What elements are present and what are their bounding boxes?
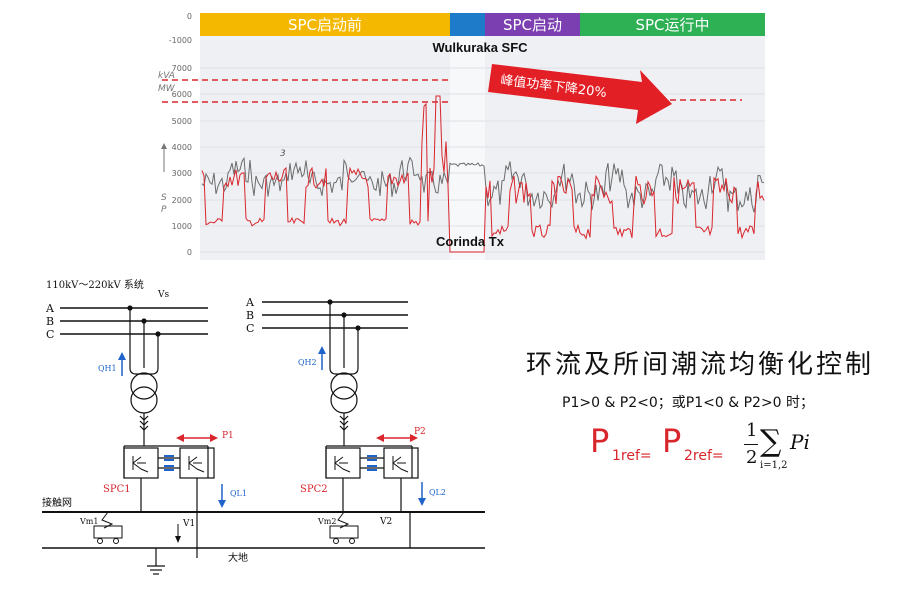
- p2-label: P2: [414, 427, 426, 437]
- ground-label: 大地: [228, 551, 248, 564]
- vm1-label: Vm1: [79, 517, 98, 526]
- sigma-icon: ∑: [760, 424, 782, 459]
- igbt-symbols-2: [334, 456, 409, 473]
- y-label-s: S: [161, 193, 167, 203]
- busbars-left: [60, 307, 208, 335]
- ql2-label: QL2: [429, 488, 446, 497]
- sum-index: i=1,2: [760, 460, 788, 471]
- transformer-2-primary-icon: [330, 372, 358, 400]
- substation-1: [123, 305, 215, 558]
- series-label-3: 3: [280, 149, 286, 159]
- control-condition: P1>0 & P2<0；或P1<0 & P2>0 时；: [562, 395, 815, 411]
- catenary-label: 接触网: [42, 496, 72, 509]
- flow-arrows-1: QH1 P1 QL1 SPC1: [98, 352, 247, 508]
- svg-text:V1: V1: [182, 519, 195, 529]
- sum-term: Pi: [790, 430, 810, 454]
- y-tick-label: 2000: [172, 196, 192, 205]
- busbars-right: [262, 301, 408, 329]
- phase-label-3: SPC运行中: [635, 16, 709, 34]
- flow-arrows-2: QH2 P2 QL2 SPC2: [298, 346, 446, 506]
- vm2-label: Vm2: [317, 517, 336, 526]
- y-tick-label: 0: [187, 12, 192, 21]
- frac-bar: [744, 444, 758, 445]
- system-labels: 110kV～220kV 系统 Vs: [46, 278, 169, 300]
- train-1: [93, 511, 123, 544]
- y-label-p: P: [161, 205, 167, 215]
- catenary: [42, 511, 485, 549]
- v2-label: V2: [379, 517, 392, 527]
- substation-2: [325, 299, 419, 548]
- transformer-1-secondary-icon: [130, 386, 158, 414]
- transformer-1-primary-icon: [130, 372, 158, 400]
- vs-label: Vs: [157, 290, 169, 300]
- system-label: 110kV～220kV 系统: [46, 278, 144, 291]
- transformer-2-secondary-icon: [330, 386, 358, 414]
- y-axis-arrowhead: [161, 143, 167, 149]
- y-tick-labels: 0 1000 2000 3000 4000 5000 6000 7000 -1000 0: [169, 12, 192, 257]
- y-tick-label: 6000: [172, 90, 192, 99]
- balance-formula: P 1ref= P 2ref= 1 2 ∑ i=1,2 Pi: [584, 418, 904, 478]
- gridlines: [200, 67, 765, 253]
- phase-label-2: SPC启动: [503, 16, 562, 34]
- voltage-v1: V1: [175, 519, 195, 543]
- phase-segment-3: [580, 13, 765, 36]
- phase-c-left: C: [46, 328, 54, 341]
- qh1-label: QH1: [98, 364, 117, 373]
- series-line-active-power: [201, 95, 765, 253]
- phase-segment-2: [485, 13, 580, 36]
- phase-bar: SPC启动前 SPC启动 SPC运行中: [200, 13, 765, 36]
- series-label-corinda: Corinda Tx: [436, 234, 505, 249]
- phase-segment-1: [450, 13, 485, 36]
- y-unit-kva: kVA: [158, 71, 175, 81]
- phase-segment-0: [200, 13, 450, 36]
- train-2: [329, 511, 359, 544]
- ql1-label: QL1: [230, 489, 247, 498]
- phase-b-right: B: [246, 309, 254, 322]
- spc1-label: SPC1: [103, 484, 131, 495]
- phase-b-left: B: [46, 315, 54, 328]
- y-tick-label: 3000: [172, 169, 192, 178]
- y-tick-label: 5000: [172, 117, 192, 126]
- phase-label-0: SPC启动前: [288, 16, 362, 34]
- phase-a-right: A: [245, 296, 255, 309]
- series-line-apparent-power: [201, 156, 765, 213]
- reduction-arrow: [488, 64, 672, 124]
- formula-sub1: 1ref=: [612, 448, 652, 464]
- formula-sub2: 2ref=: [684, 448, 724, 464]
- formula-p1: P: [590, 422, 610, 460]
- y-tick-label: 4000: [172, 143, 192, 152]
- y-tick-label: 0: [187, 248, 192, 257]
- phase-c-right: C: [246, 322, 254, 335]
- formula-p2: P: [662, 422, 682, 460]
- y-unit-mw: MW: [158, 84, 176, 94]
- p1-label: P1: [222, 431, 234, 441]
- igbt-symbols-1: [132, 456, 205, 473]
- frac-numerator: 1: [746, 420, 758, 441]
- y-tick-label: 1000: [172, 222, 192, 231]
- y-tick-label: -1000: [169, 36, 192, 45]
- spc2-label: SPC2: [300, 484, 328, 495]
- control-title: 环流及所间潮流均衡化控制: [526, 350, 875, 380]
- frac-denominator: 2: [746, 447, 758, 468]
- circuit-diagram: 110kV～220kV 系统 Vs A B C A B C: [42, 278, 485, 575]
- chart-title: Wulkuraka SFC: [432, 40, 528, 55]
- transition-band: [450, 36, 485, 260]
- ground-icon: [147, 548, 165, 575]
- power-chart: SPC启动前 SPC启动 SPC运行中 Wulkuraka SFC 0 1000 200…: [158, 12, 765, 260]
- phase-a-left: A: [45, 302, 55, 315]
- y-tick-label: 7000: [172, 64, 192, 73]
- qh2-label: QH2: [298, 358, 317, 367]
